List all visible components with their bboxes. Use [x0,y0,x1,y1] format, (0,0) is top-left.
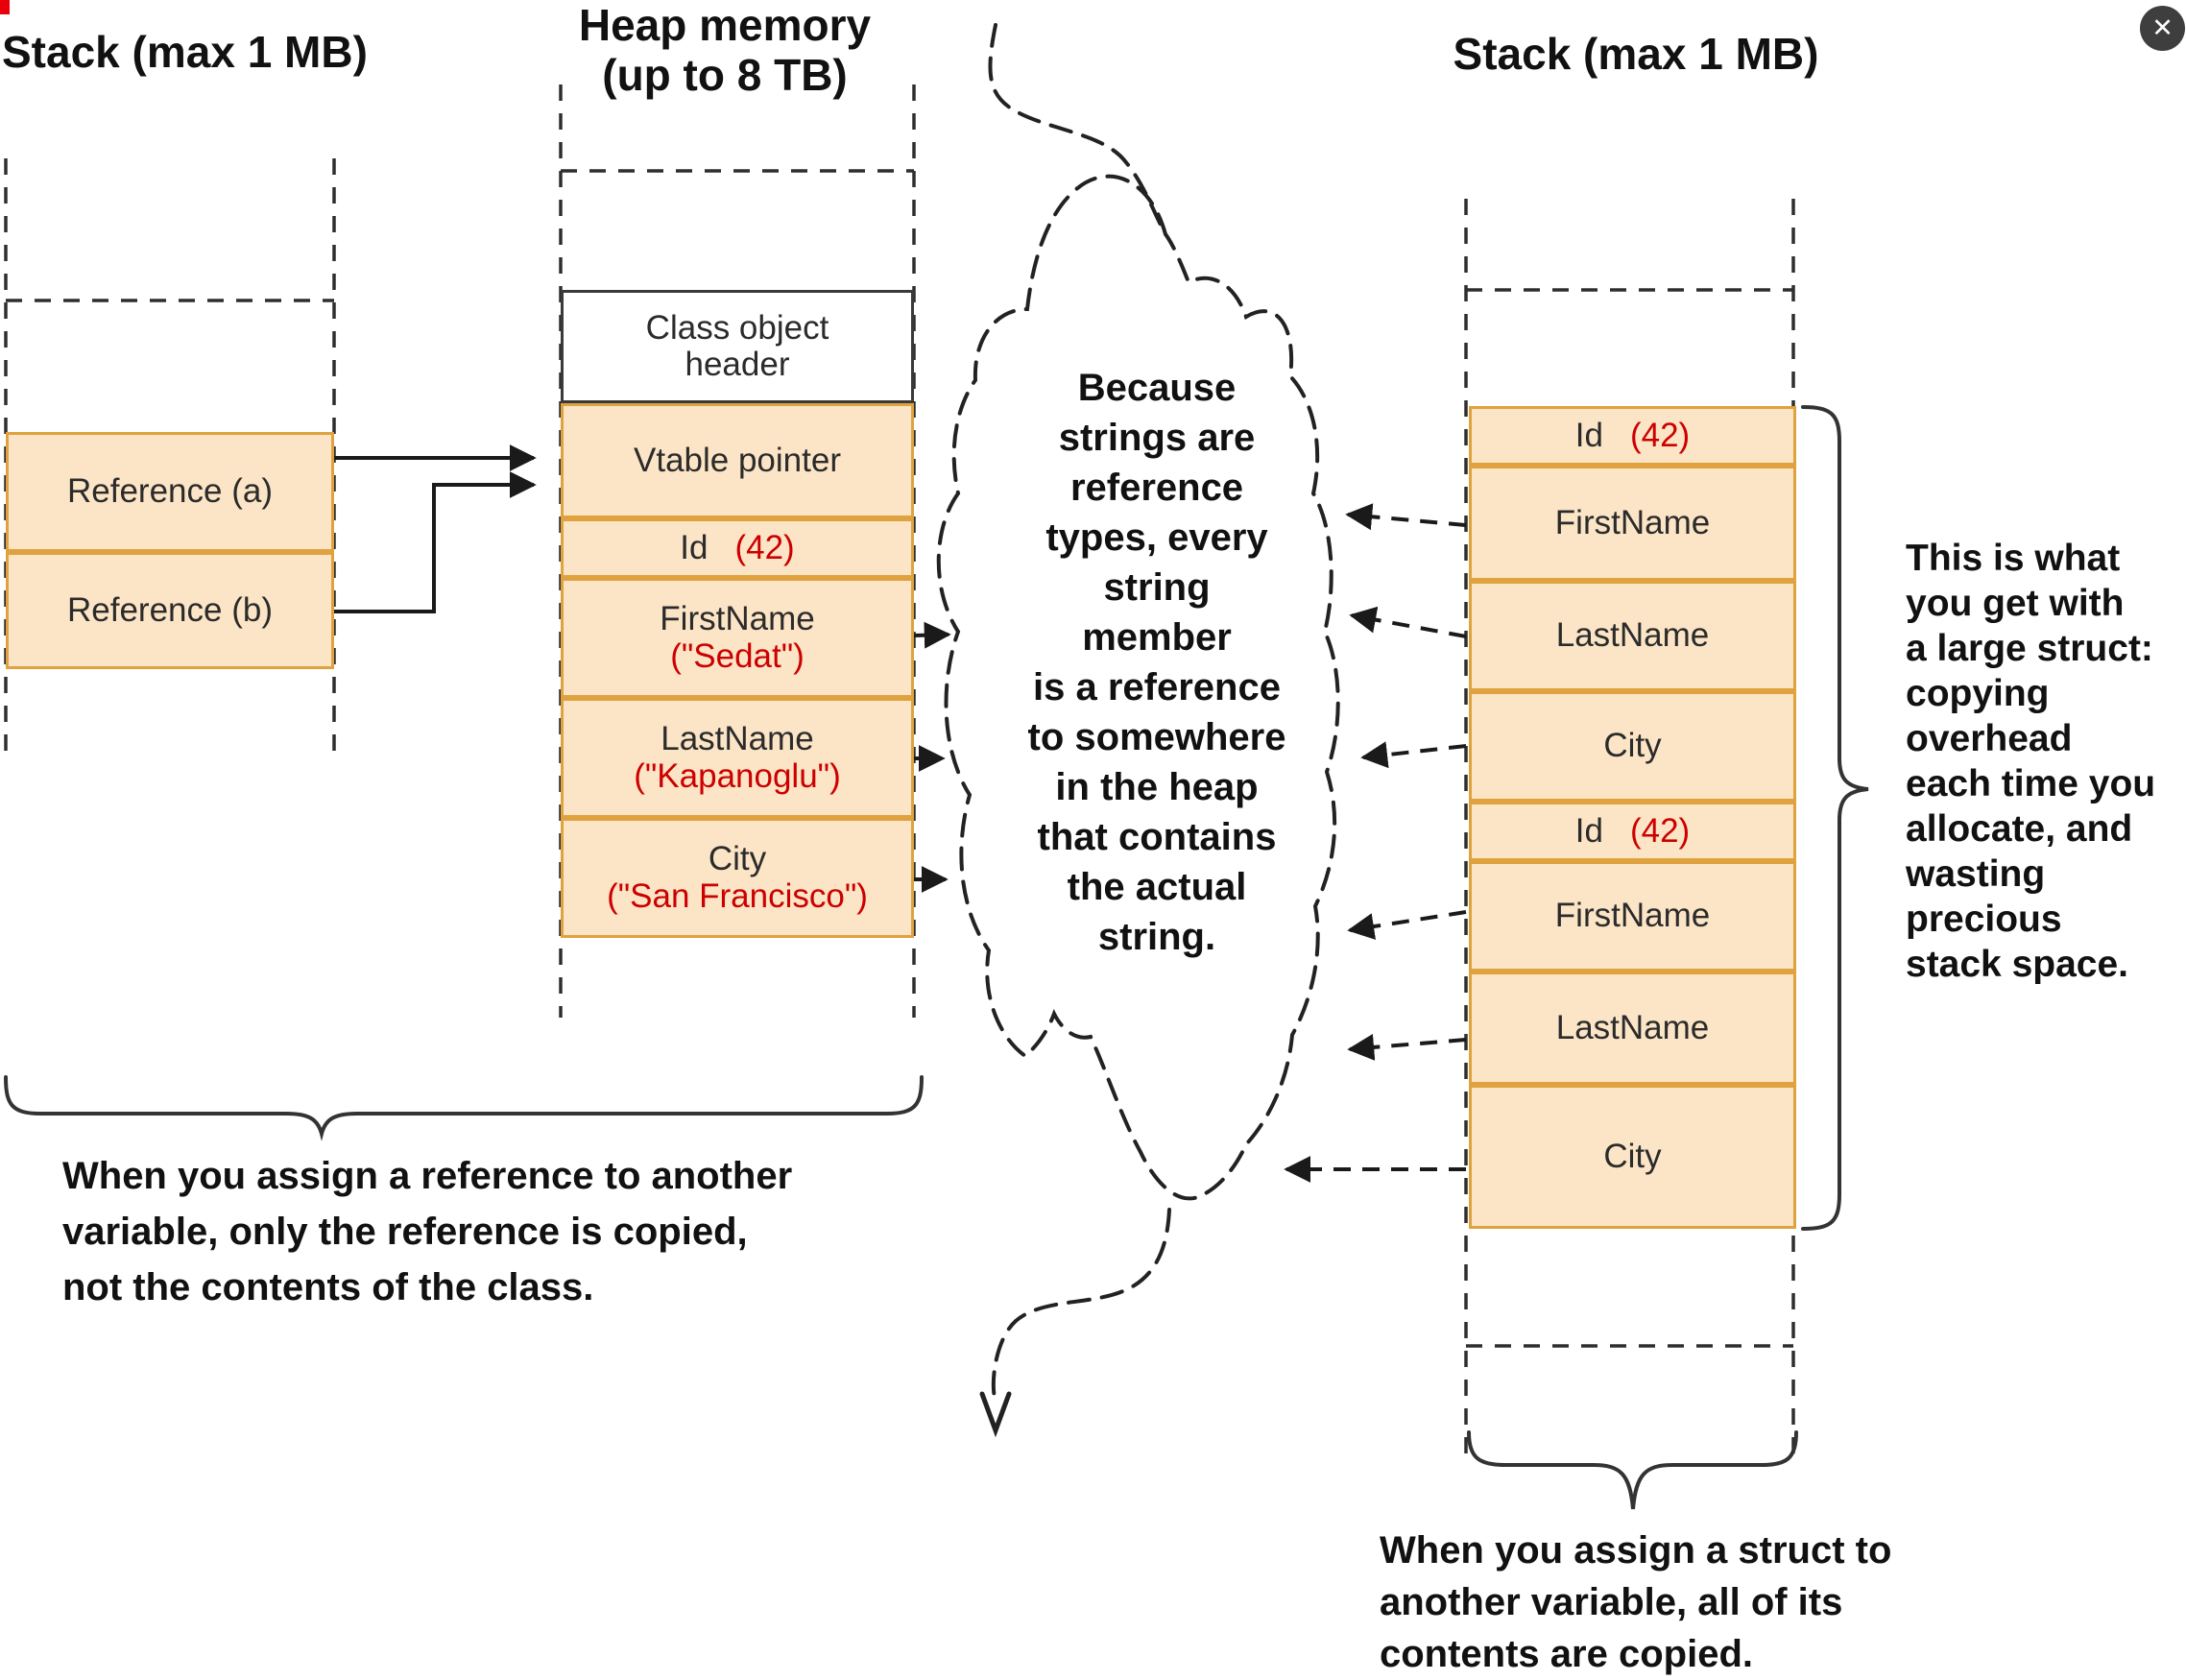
right-id2-value: (42) [1629,811,1691,850]
right-id1-label: Id [1574,416,1603,454]
right-stack-row-firstname-2: FirstName [1469,861,1796,972]
arrow-stack-firstname-1 [1345,503,1467,531]
heap-row-vtable: Vtable pointer [561,403,914,518]
caption-struct-copy: When you assign a struct to another vari… [1380,1529,1892,1675]
heap-to-cloud-arrows [913,621,951,893]
heap-city-value: ("San Francisco") [607,876,868,915]
heap-row-firstname: FirstName ("Sedat") [561,578,914,698]
heap-title: Heap memory (up to 8 TB) [578,0,872,101]
left-stack-row-reference-a: Reference (a) [6,432,334,552]
close-button[interactable]: ✕ [2140,6,2185,51]
reference-arrows [334,444,537,613]
heap-lastname-value: ("Kapanoglu") [634,756,841,795]
heap-row-lastname: LastName ("Kapanoglu") [561,698,914,818]
arrow-stack-city-1 [1360,741,1467,769]
right-firstname2-label: FirstName [1554,897,1711,935]
heap-class-object-header: Class object header [561,290,914,403]
right-stack-row-city-1: City [1469,691,1796,802]
right-stack-row-lastname-2: LastName [1469,972,1796,1085]
arrow-heap-firstname [913,621,951,649]
arrow-stack-lastname-1 [1349,606,1467,638]
brace-bottom-right [1467,1430,1798,1510]
left-stack-row-reference-b: Reference (b) [6,552,334,669]
heap-firstname-label: FirstName [660,600,815,637]
caption-reference-copy: When you assign a reference to another v… [62,1155,793,1308]
note-large-struct: This is what you get with a large struct… [1906,538,2156,985]
cloud-body [936,174,1340,1201]
cloud-note: Because strings are reference types, eve… [1027,367,1286,958]
right-id2-label: Id [1574,811,1603,850]
arrow-stack-firstname-2 [1347,910,1467,940]
right-lastname1-label: LastName [1555,616,1710,655]
right-stack-row-id-2: Id (42) [1469,802,1796,861]
right-city2-label: City [1603,1137,1662,1175]
braces [4,405,1869,1510]
close-icon: ✕ [2151,13,2174,42]
heap-row-id: Id (42) [561,518,914,578]
heap-firstname-value: ("Sedat") [670,636,805,675]
right-stack-row-city-2: City [1469,1085,1796,1229]
vtable-label: Vtable pointer [634,441,841,479]
reference-a-label: Reference (a) [67,472,273,511]
corner-marker [0,0,10,14]
brace-bottom-left [4,1075,924,1141]
right-id1-value: (42) [1629,416,1691,454]
heap-row-city: City ("San Francisco") [561,818,914,938]
heap-lastname-label: LastName [661,720,814,757]
right-stack-title: Stack (max 1 MB) [1453,29,1819,79]
cloud-outline [936,23,1340,1438]
cloud-top-tail [988,23,1167,236]
arrow-stack-lastname-2 [1347,1033,1467,1061]
right-stack-row-firstname-1: FirstName [1469,466,1796,581]
right-stack-row-id-1: Id (42) [1469,406,1796,466]
right-lastname2-label: LastName [1555,1008,1710,1046]
heap-id-value: (42) [734,528,795,566]
arrow-reference-b [334,471,537,613]
heap-city-label: City [708,840,767,877]
stack-to-cloud-arrows [1284,503,1467,1183]
reference-b-label: Reference (b) [67,590,273,629]
right-firstname1-label: FirstName [1554,503,1711,541]
cloud-tail-arrowhead [979,1391,1012,1438]
right-stack-row-lastname-1: LastName [1469,581,1796,691]
cloud-bottom-tail [991,1208,1171,1400]
left-stack-title: Stack (max 1 MB) [2,27,368,77]
right-city1-label: City [1603,727,1662,765]
heap-id-label: Id [680,528,709,566]
brace-right-stack [1801,405,1869,1231]
